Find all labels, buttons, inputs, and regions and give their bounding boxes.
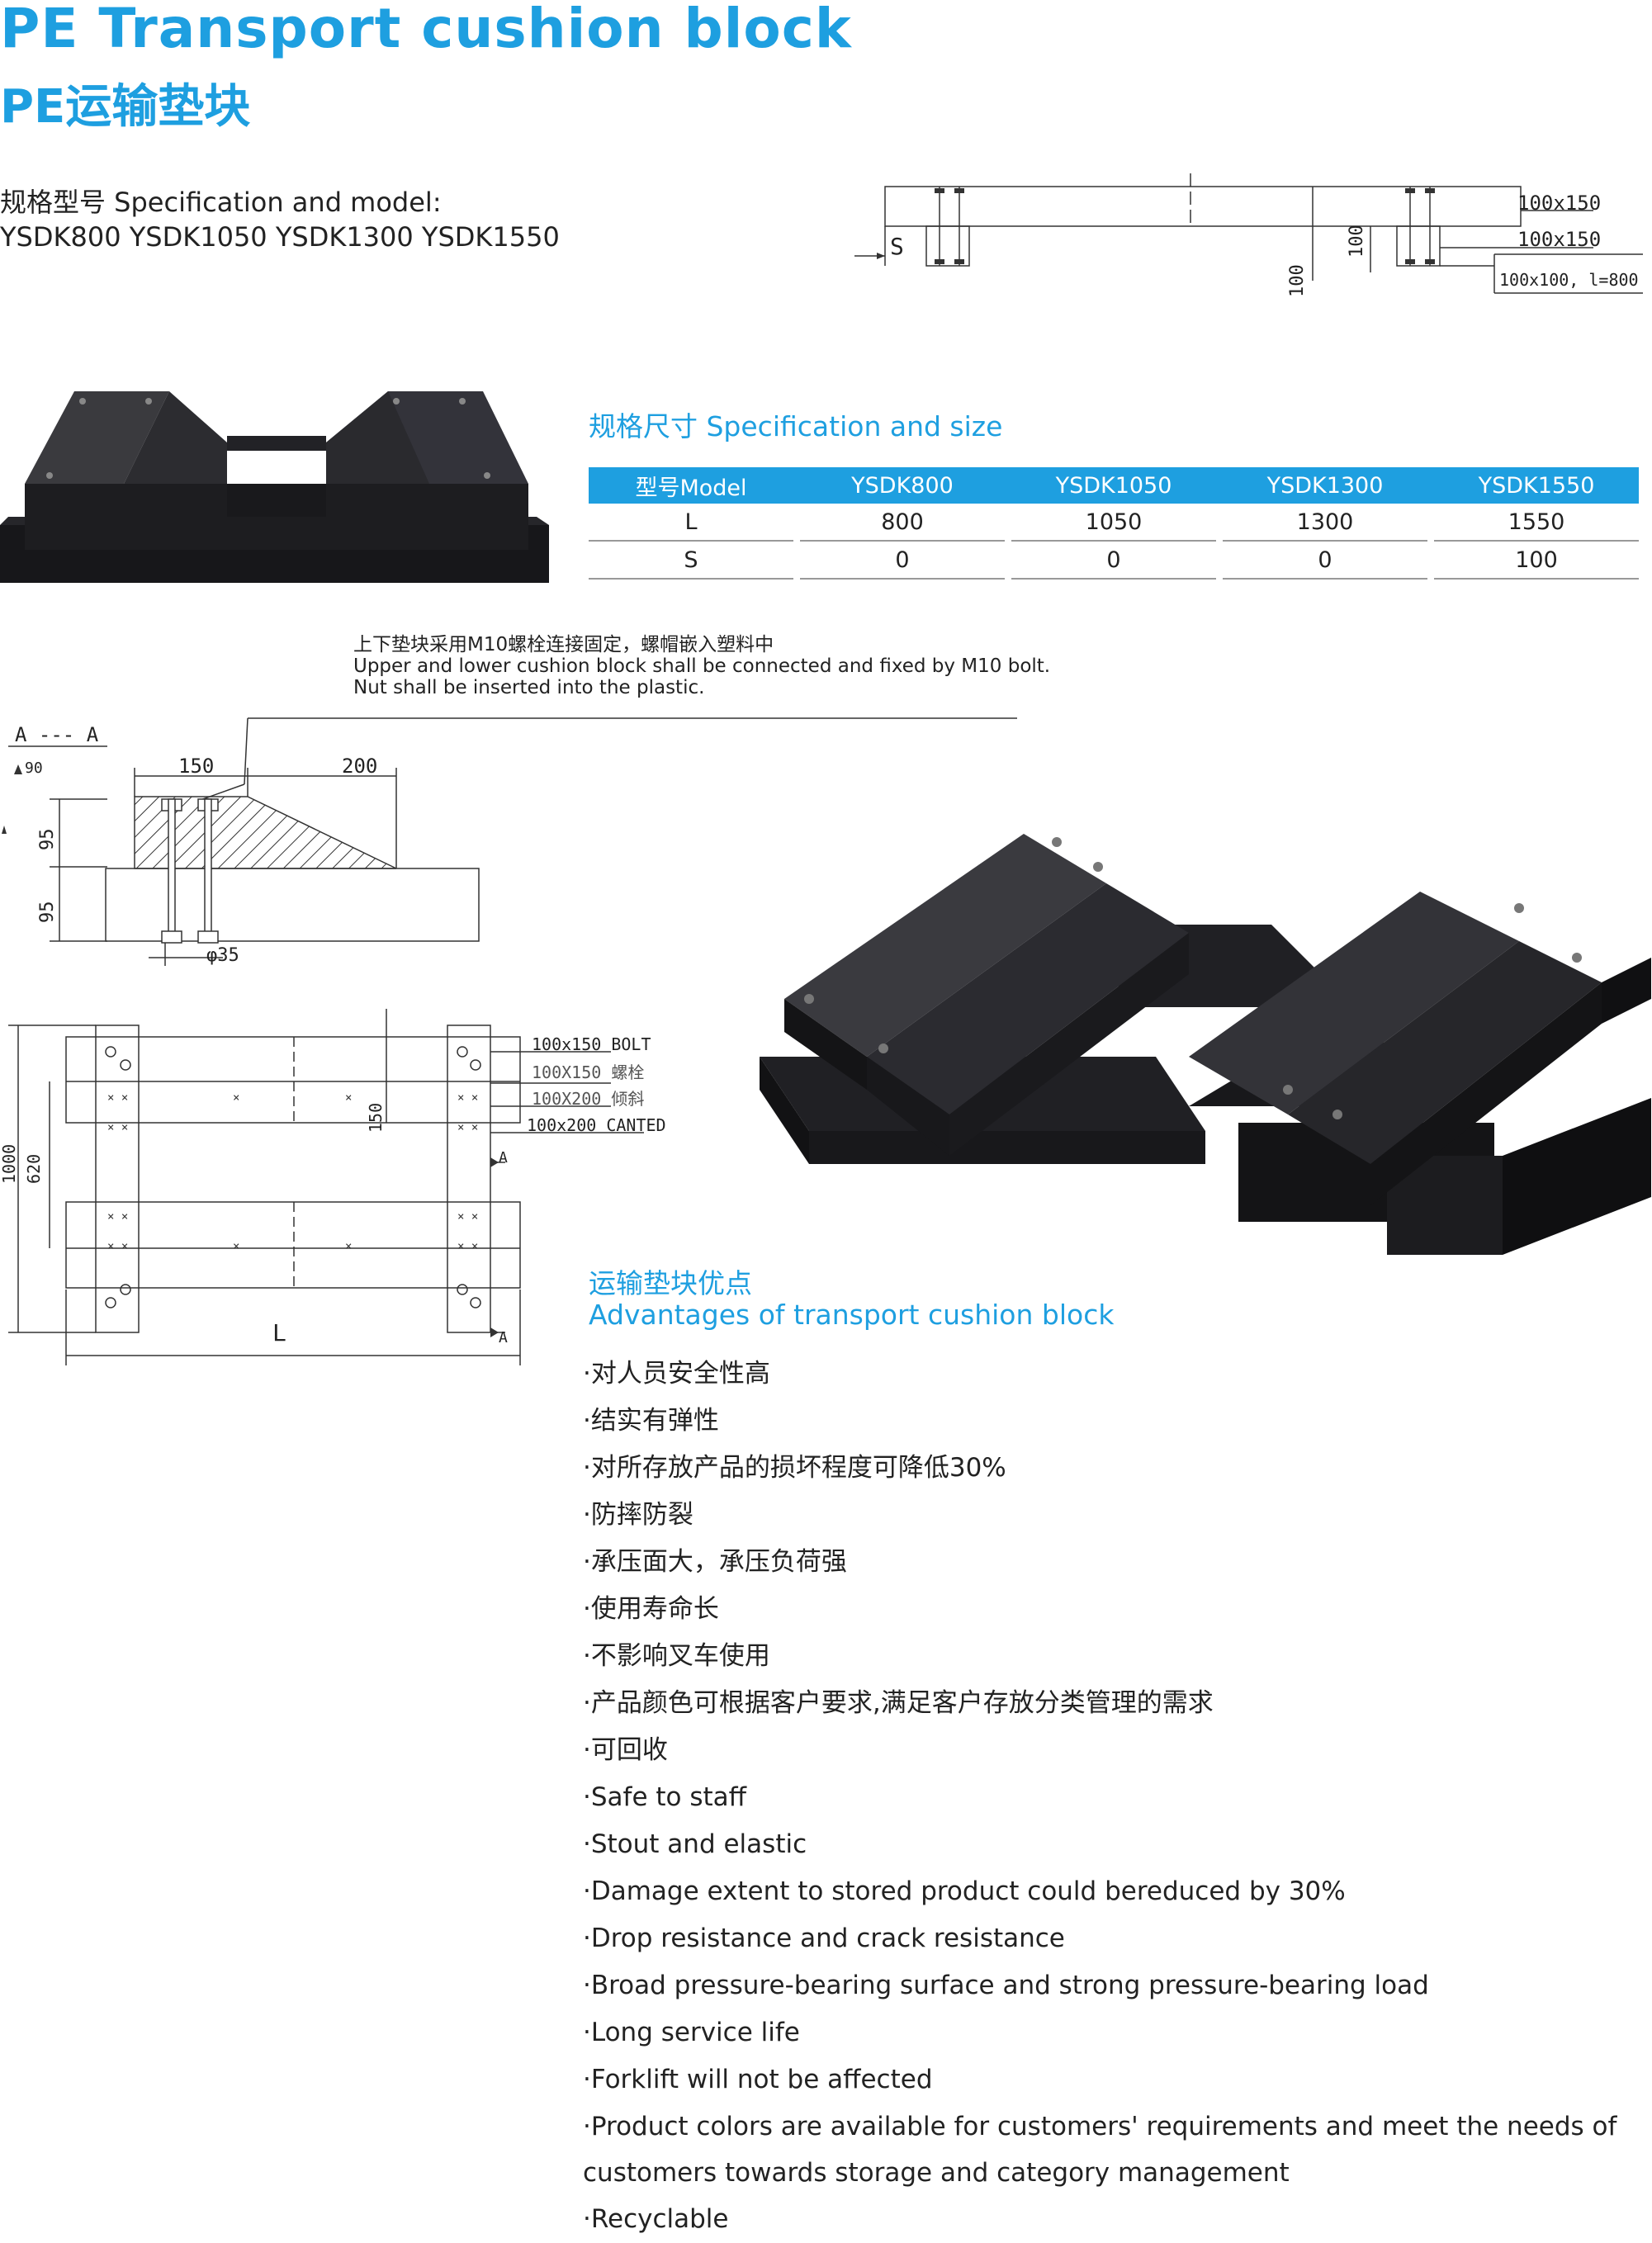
dim-100-b: 100 <box>1347 225 1367 258</box>
table-header-cell: YSDK1300 <box>1223 467 1427 504</box>
list-item: ·可回收 <box>583 1735 668 1765</box>
dim-L: L <box>272 1319 286 1346</box>
list-item: ·Long service life <box>583 2018 800 2047</box>
dim-150-plan: 150 <box>366 1103 386 1133</box>
list-item: ·对所存放产品的损坏程度可降低30% <box>583 1453 1006 1483</box>
dim-95-b: 95 <box>37 901 58 924</box>
svg-text:× ×: × × <box>457 1091 478 1105</box>
list-item: ·Stout and elastic <box>583 1829 807 1859</box>
page-title-en: PE Transport cushion block <box>0 0 852 60</box>
dim-1000: 1000 <box>0 1144 19 1184</box>
table-cell: 0 <box>800 542 1005 580</box>
table-cell: 1050 <box>1011 504 1216 542</box>
table-row: S 0 0 0 100 <box>589 542 1639 580</box>
size-table: 型号Model YSDK800 YSDK1050 YSDK1300 YSDK15… <box>589 467 1639 580</box>
list-item: ·对人员安全性高 <box>583 1359 770 1389</box>
legend-4: 100x200 CANTED <box>527 1115 666 1135</box>
svg-text:× ×: × × <box>107 1091 128 1105</box>
list-item: ·使用寿命长 <box>583 1594 719 1624</box>
callout-1: 100x150 <box>1517 192 1601 215</box>
table-cell: 0 <box>1011 542 1216 580</box>
list-item: ·结实有弹性 <box>583 1406 719 1436</box>
advantages-heading-en: Advantages of transport cushion block <box>589 1299 1115 1331</box>
svg-text:× ×: × × <box>457 1210 478 1223</box>
list-item: ·Forklift will not be affected <box>583 2065 933 2094</box>
product-image-large <box>760 834 1651 1255</box>
table-cell: 1300 <box>1223 504 1427 542</box>
list-item: ·不影响叉车使用 <box>583 1641 770 1671</box>
marker-a-bottom: A <box>499 1329 508 1346</box>
advantages-heading-cn: 运输垫块优点 <box>589 1267 752 1299</box>
svg-text:× ×: × × <box>457 1121 478 1134</box>
table-cell: 100 <box>1434 542 1639 580</box>
dim-95-a: 95 <box>37 829 58 851</box>
svg-text:×: × <box>233 1091 239 1105</box>
list-item: ·Safe to staff <box>583 1782 747 1812</box>
table-header-cell: 型号Model <box>589 467 793 504</box>
size-heading: 规格尺寸 Specification and size <box>589 410 1003 442</box>
advantages-list: ·对人员安全性高 ·结实有弹性 ·对所存放产品的损坏程度可降低30% ·防摔防裂… <box>583 1351 1648 2243</box>
note-line-en-2: Nut shall be inserted into the plastic. <box>353 677 705 698</box>
table-header-cell: YSDK1050 <box>1011 467 1216 504</box>
list-item: ·Product colors are available for custom… <box>583 2112 1617 2188</box>
dim-200-section: 200 <box>342 755 377 778</box>
dim-100-a: 100 <box>1287 264 1308 297</box>
svg-text:×: × <box>345 1240 352 1253</box>
svg-text:× ×: × × <box>107 1240 128 1253</box>
svg-text:× ×: × × <box>107 1210 128 1223</box>
callout-3: 100x100, l=800 <box>1499 270 1639 290</box>
section-label: A --- A <box>15 723 99 746</box>
legend-2: 100X150 螺栓 <box>532 1062 644 1082</box>
product-image-small <box>0 391 549 583</box>
plan-drawing: × × × × × × × × × × × × × × × × × × × × 1000 6… <box>0 1009 666 1365</box>
dim-150-section: 150 <box>178 755 214 778</box>
table-header-cell: YSDK800 <box>800 467 1005 504</box>
table-cell: 0 <box>1223 542 1427 580</box>
list-item: ·承压面大，承压负荷强 <box>583 1547 847 1577</box>
list-item: ·Drop resistance and crack resistance <box>583 1924 1065 1953</box>
svg-text:× ×: × × <box>457 1240 478 1253</box>
svg-text:×: × <box>233 1240 239 1253</box>
table-row: L 800 1050 1300 1550 <box>589 504 1639 542</box>
s-label: S <box>890 233 904 260</box>
svg-text:×: × <box>345 1091 352 1105</box>
list-item: ·产品颜色可根据客户要求,满足客户存放分类管理的需求 <box>583 1688 1214 1718</box>
spec-label: 规格型号 Specification and model: <box>0 187 442 218</box>
list-item: ·Broad pressure-bearing surface and stro… <box>583 1971 1429 2000</box>
bolt-note: 上下垫块采用M10螺栓连接固定，螺帽嵌入塑料中 Upper and lower … <box>353 634 1050 698</box>
table-cell: 1550 <box>1434 504 1639 542</box>
list-item: ·防摔防裂 <box>583 1500 693 1530</box>
note-line-en-1: Upper and lower cushion block shall be c… <box>353 655 1051 677</box>
angle-label: 90 <box>25 759 43 777</box>
page-title-cn: PE运输垫块 <box>0 80 251 134</box>
table-cell: S <box>589 542 793 580</box>
note-line-cn: 上下垫块采用M10螺栓连接固定，螺帽嵌入塑料中 <box>353 634 774 655</box>
table-header-row: 型号Model YSDK800 YSDK1050 YSDK1300 YSDK15… <box>589 467 1639 504</box>
top-side-drawing: S 100 100 100x150 100x150 100x100, l=800 <box>854 173 1643 297</box>
legend-3: 100X200 倾斜 <box>532 1089 644 1109</box>
dia-label: φ35 <box>206 945 239 966</box>
list-item: ·Recyclable <box>583 2204 729 2234</box>
spec-models: YSDK800 YSDK1050 YSDK1300 YSDK1550 <box>0 221 560 253</box>
list-item: ·Damage extent to stored product could b… <box>583 1876 1346 1906</box>
section-drawing: A --- A 90 150 200 95 95 φ35 <box>2 717 1017 966</box>
callout-2: 100x150 <box>1517 228 1601 251</box>
dim-620: 620 <box>24 1154 44 1184</box>
table-cell: L <box>589 504 793 542</box>
legend-1: 100x150 BOLT <box>532 1034 651 1054</box>
table-cell: 800 <box>800 504 1005 542</box>
table-header-cell: YSDK1550 <box>1434 467 1639 504</box>
svg-text:× ×: × × <box>107 1121 128 1134</box>
marker-a-top: A <box>499 1149 508 1166</box>
